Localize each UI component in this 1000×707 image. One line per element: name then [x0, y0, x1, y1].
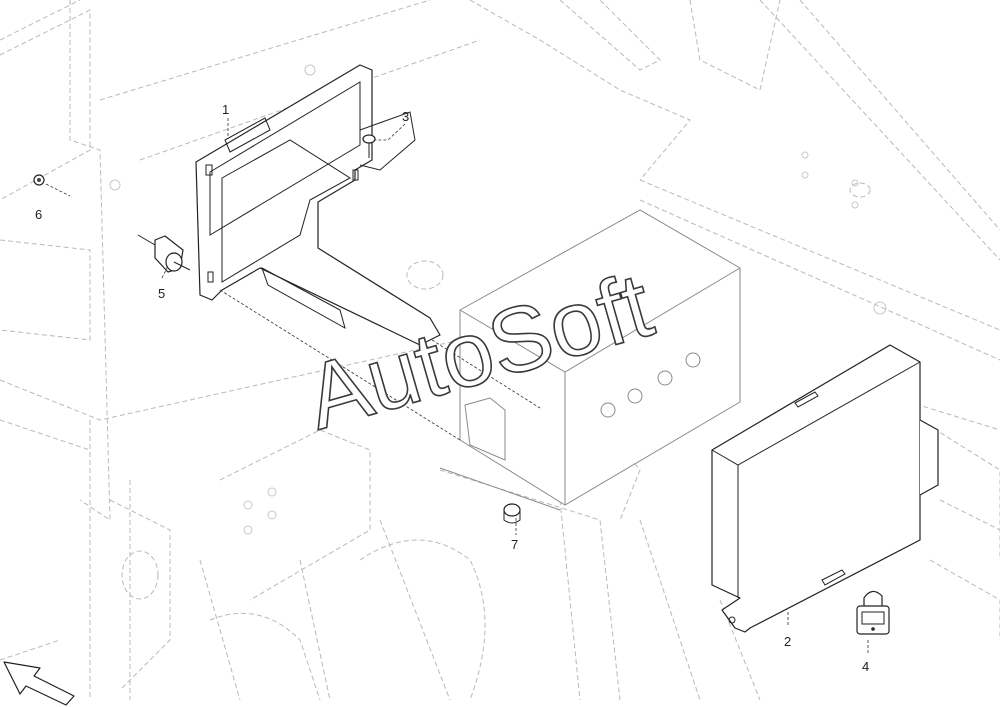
callout-labels: 1 2 3 4 5 6 7 — [35, 102, 869, 674]
rubber-mount — [137, 234, 191, 273]
callout-1: 1 — [222, 102, 229, 117]
callout-3: 3 — [402, 109, 409, 124]
callout-7: 7 — [511, 537, 518, 552]
callout-2: 2 — [784, 634, 791, 649]
cover-panel — [711, 344, 939, 633]
padlock-icon — [856, 590, 890, 635]
leader-lines — [45, 118, 869, 655]
callout-5: 5 — [158, 286, 165, 301]
callout-4: 4 — [862, 659, 869, 674]
pin — [362, 134, 376, 158]
bolt — [503, 503, 521, 524]
mounting-bracket — [195, 64, 441, 346]
direction-arrow-icon — [3, 661, 75, 706]
nut — [33, 174, 45, 186]
callout-6: 6 — [35, 207, 42, 222]
box-unit — [439, 209, 741, 511]
